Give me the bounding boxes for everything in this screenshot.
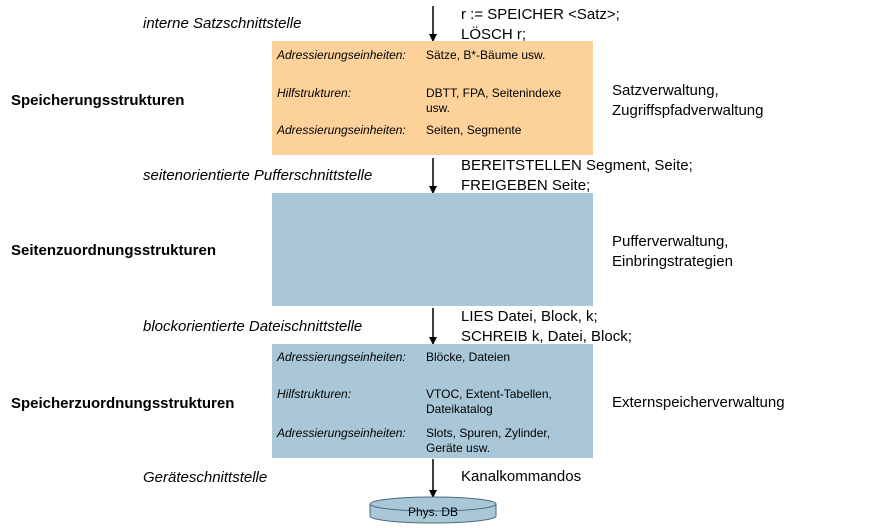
- ops-satz-line-1: r := SPEICHER <Satz>;: [461, 6, 620, 23]
- storage-structures-box: Adressierungseinheiten: Sätze, B*-Bäume …: [272, 41, 593, 155]
- page-mapping-box: [272, 193, 593, 306]
- bottom-box-key-3: Adressierungseinheiten:: [277, 426, 406, 440]
- disk-icon: [369, 496, 497, 524]
- bottom-box-value-2: VTOC, Extent-Tabellen, Dateikatalog: [426, 387, 552, 416]
- iface-datei-label: blockorientierte Dateischnittstelle: [143, 318, 363, 335]
- top-box-key-3: Adressierungseinheiten:: [277, 123, 406, 137]
- iface-satz-label: interne Satzschnittstelle: [143, 15, 302, 32]
- top-box-key-2: Hilfstrukturen:: [277, 86, 352, 100]
- ops-geraet-line-1: Kanalkommandos: [461, 468, 582, 485]
- ops-datei: LIES Datei, Block, k; SCHREIB k, Datei, …: [461, 307, 632, 347]
- ops-satz-line-2: LÖSCH r;: [461, 26, 527, 43]
- manager-top-line-1: Satzverwaltung,: [612, 82, 719, 99]
- layer-mid-label: Seitenzuordnungsstrukturen: [11, 242, 217, 259]
- storage-mapping-box: Adressierungseinheiten: Blöcke, Dateien …: [272, 344, 593, 458]
- manager-bottom-line-1: Externspeicherverwaltung: [612, 394, 785, 411]
- bottom-box-value-1: Blöcke, Dateien: [426, 350, 511, 364]
- top-box-value-1: Sätze, B*-Bäume usw.: [426, 48, 546, 62]
- ops-datei-line-2: SCHREIB k, Datei, Block;: [461, 328, 632, 345]
- ops-geraet: Kanalkommandos: [461, 467, 581, 487]
- manager-mid-line-1: Pufferverwaltung,: [612, 233, 729, 250]
- iface-geraet-label: Geräteschnittstelle: [143, 469, 268, 486]
- layer-bottom-label: Speicherzuordnungsstrukturen: [11, 395, 235, 412]
- manager-mid-line-2: Einbringstrategien: [612, 253, 733, 270]
- top-box-value-3: Seiten, Segmente: [426, 123, 522, 137]
- disk-label: Phys. DB: [407, 505, 458, 519]
- ops-puffer-line-2: FREIGEBEN Seite;: [461, 177, 591, 194]
- bottom-box-value-3: Slots, Spuren, Zylinder, Geräte usw.: [426, 426, 551, 455]
- ops-satz: r := SPEICHER <Satz>; LÖSCH r;: [461, 5, 620, 45]
- manager-bottom: Externspeicherverwaltung: [612, 393, 785, 413]
- ops-puffer: BEREITSTELLEN Segment, Seite; FREIGEBEN …: [461, 156, 693, 196]
- ops-datei-line-1: LIES Datei, Block, k;: [461, 308, 598, 325]
- iface-puffer-label: seitenorientierte Pufferschnittstelle: [143, 167, 373, 184]
- bottom-box-key-2: Hilfstrukturen:: [277, 387, 352, 401]
- bottom-box-key-1: Adressierungseinheiten:: [277, 350, 406, 364]
- ops-puffer-line-1: BEREITSTELLEN Segment, Seite;: [461, 157, 693, 174]
- top-box-key-1: Adressierungseinheiten:: [277, 48, 406, 62]
- manager-top: Satzverwaltung, Zugriffspfadverwaltung: [612, 81, 763, 121]
- manager-mid: Pufferverwaltung, Einbringstrategien: [612, 232, 733, 272]
- layer-top-label: Speicherungsstrukturen: [11, 92, 185, 109]
- manager-top-line-2: Zugriffspfadverwaltung: [612, 102, 764, 119]
- top-box-value-2: DBTT, FPA, Seitenindexe usw.: [426, 86, 562, 115]
